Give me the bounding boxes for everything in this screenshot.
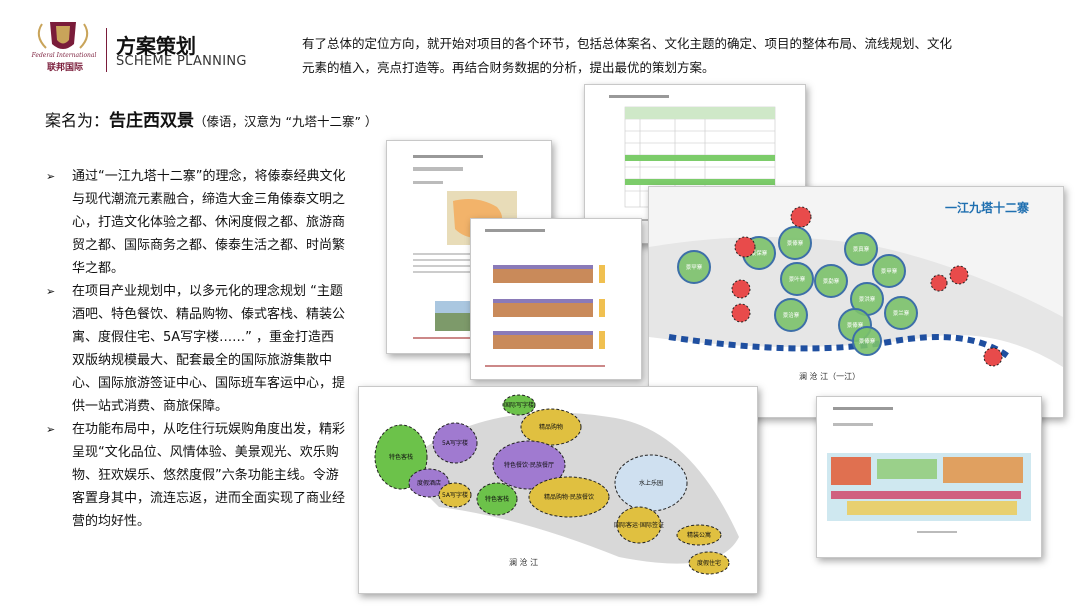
village-label: 景真寨 bbox=[853, 245, 870, 253]
zone-label: 水上乐园 bbox=[639, 479, 663, 487]
zone-label: 特色餐饮·民族餐厅 bbox=[504, 461, 554, 469]
bullet-item: ➢ 在功能布局中，从吃住行玩娱购角度出发，精彩呈现“文化品位、风情体验、美景观光、… bbox=[46, 418, 346, 533]
village-label: 景洪寨 bbox=[859, 295, 876, 303]
case-name-value: 告庄西双景 bbox=[109, 111, 195, 131]
village-label: 景傣寨 bbox=[787, 239, 804, 247]
report-page-thumbnail-3 bbox=[470, 218, 642, 380]
map-river-label: 澜 沧 江（一江） bbox=[799, 371, 860, 381]
map-title: 一江九塔十二寨 bbox=[945, 201, 1030, 215]
arrow-bullet-icon: ➢ bbox=[46, 423, 56, 436]
bullet-text: 在项目产业规划中，以多元化的理念规划 “主题酒吧、特色餐饮、精品购物、傣式客栈、… bbox=[72, 284, 346, 414]
page-subtitle: SCHEME PLANNING bbox=[116, 54, 247, 69]
zone-label: 度假住宅 bbox=[697, 559, 721, 567]
village-label: 景勐寨 bbox=[823, 277, 840, 285]
case-name: 案名为：告庄西双景（傣语，汉意为 “九塔十二寨” ） bbox=[45, 106, 377, 131]
bullet-list: ➢ 通过“一江九塔十二寨”的理念，将傣泰经典文化与现代潮流元素融合，缔造大金三角傣… bbox=[46, 165, 346, 533]
village-label: 景洽寨 bbox=[783, 311, 800, 319]
zone-label: 度假酒店 bbox=[417, 479, 441, 487]
page-title: 方案策划 bbox=[116, 34, 196, 58]
village-label: 景傣寨 bbox=[847, 321, 864, 329]
zone-label: 国际写字楼 bbox=[504, 401, 534, 409]
village-label: 景傣寨 bbox=[859, 337, 876, 345]
zone-label: 精装公寓 bbox=[687, 531, 711, 539]
zone-label: 国际客运·国际签证 bbox=[614, 521, 664, 529]
intro-paragraph: 有了总体的定位方向，就开始对项目的各个环节，包括总体案名、文化主题的确定、项目的… bbox=[302, 36, 953, 75]
case-name-note: （傣语，汉意为 “九塔十二寨” ） bbox=[194, 114, 378, 129]
bullet-text: 在功能布局中，从吃住行玩娱购角度出发，精彩呈现“文化品位、风情体验、美景观光、欢… bbox=[72, 422, 346, 529]
zone-label: 5A写字楼 bbox=[442, 439, 468, 447]
zone-label: 精品购物·民族餐饮 bbox=[544, 493, 594, 501]
zone-river-label: 澜 沧 江 bbox=[509, 557, 538, 567]
village-label: 景甲寨 bbox=[881, 267, 898, 275]
village-label: 景罕寨 bbox=[686, 263, 703, 271]
case-name-prefix: 案名为： bbox=[45, 111, 110, 130]
company-logo bbox=[30, 18, 96, 74]
zone-label: 精品购物 bbox=[539, 423, 563, 431]
bullet-item: ➢ 通过“一江九塔十二寨”的理念，将傣泰经典文化与现代潮流元素融合，缔造大金三角傣… bbox=[46, 165, 346, 280]
zone-label: 特色客栈 bbox=[389, 453, 413, 461]
logo-text-cn: 联邦国际 bbox=[46, 63, 83, 73]
village-label: 景叶寨 bbox=[789, 275, 806, 283]
report-page-thumbnail-4 bbox=[816, 396, 1042, 558]
zone-label: 5A写字楼 bbox=[442, 491, 468, 499]
arrow-bullet-icon: ➢ bbox=[46, 170, 56, 183]
zone-label: 特色客栈 bbox=[485, 495, 509, 503]
nine-towers-map-panel: 澜 沧 江（一江） 景罕寨 景保寨 景傣寨 景真寨 景甲寨 景叶寨 景勐寨 景洪… bbox=[648, 186, 1064, 418]
village-label: 景兰寨 bbox=[893, 309, 910, 317]
logo-text-en: Federal International bbox=[31, 52, 97, 59]
village-label: 景保寨 bbox=[751, 249, 768, 257]
functional-zoning-panel: 澜 沧 江 特色客栈 5A写字楼 精品购物 度假酒店 特色餐饮·民族餐厅 水上乐… bbox=[358, 386, 758, 594]
bullet-item: ➢ 在项目产业规划中，以多元化的理念规划 “主题酒吧、特色餐饮、精品购物、傣式客栈… bbox=[46, 280, 346, 418]
arrow-bullet-icon: ➢ bbox=[46, 285, 56, 298]
bullet-text: 通过“一江九塔十二寨”的理念，将傣泰经典文化与现代潮流元素融合，缔造大金三角傣泰… bbox=[72, 169, 346, 276]
header-divider bbox=[106, 28, 107, 72]
